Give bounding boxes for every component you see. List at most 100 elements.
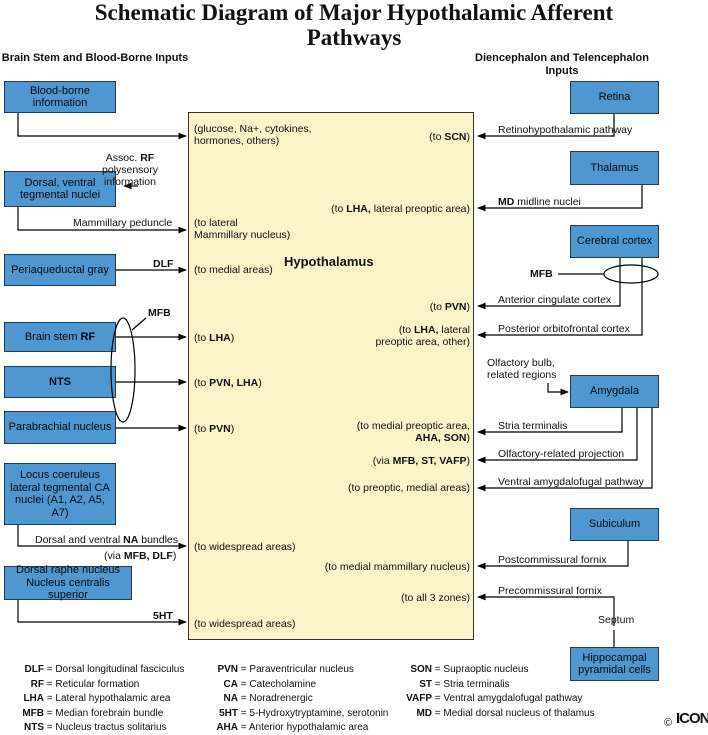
arrow-na-bundles [17,525,187,550]
arrow-mammillary-peduncle [17,207,187,234]
label-via-mfb-dlf: (via MFB, DLF) [104,550,176,562]
legend-entry: MFB = Median forebrain bundle [14,707,163,721]
legend-definition: Supraoptic nucleus [443,664,529,675]
legend-separator: = [238,707,250,719]
target-lha-c: ) [230,332,235,344]
label-assoc-rf: Assoc. RF polysensory information [90,152,170,188]
target-via-a: (via [372,455,393,467]
label-olfactory-bulb: Olfactory bulb, related regions [487,357,556,381]
target-via-mfb-st-vafp: (via MFB, ST, VAFP) [373,455,470,467]
md-abbr: MD [498,196,515,208]
title-line-1: Schematic Diagram of Major Hypothalamic … [94,0,614,25]
legend-separator: = [44,664,56,675]
target-scn-b: SCN [444,131,467,143]
target-scn-a: (to [429,131,445,143]
title-line-2: Pathways [306,25,402,50]
legend-separator: = [432,707,444,719]
legend-definition: Median forebrain bundle [55,707,164,719]
legend-entry: SON = Supraoptic nucleus [402,663,528,677]
box-periaqueductal-label: Periaqueductal gray [11,263,109,276]
target-preoptic-medial: (to preoptic, medial areas) [348,482,470,494]
target-scn-c: ) [466,131,471,143]
legend-abbr: NA [223,693,238,704]
target-blood-line2: hormones, others) [194,135,280,147]
legend-entry: 5HT = 5-Hydroxytryptamine, serotonin [206,707,388,721]
box-tegmental-label: Dorsal, ventral tegmental nuclei [19,176,101,202]
target-lha-other: (to LHA, lateral preoptic area, other) [375,324,470,348]
via-left-c: ) [172,550,177,562]
target-lha1-a: (to [331,203,347,215]
label-stria-terminalis: Stria terminalis [498,420,568,432]
via-left-b: MFB, DLF [123,550,173,562]
arrow-retina [477,114,615,140]
label-na-bundles: Dorsal and ventral NA bundles [35,534,178,546]
hypothalamus-box [188,112,474,640]
target-lha-b: LHA [209,332,231,344]
legend-abbr: AHA [216,722,238,733]
box-raphe: Dorsal raphe nucleus Nucleus centralis s… [4,564,132,602]
legend-separator: = [44,693,56,704]
label-precommissural-fornix: Precommissural fornix [498,585,602,597]
arrow-5ht [17,600,187,626]
legend-separator: = [432,664,444,675]
target-mammillary-line2: Mammillary nucleus) [194,229,291,241]
target-blood-borne: (glucose, Na+, cytokines, hormones, othe… [194,123,312,147]
box-periaqueductal: Periaqueductal gray [4,254,116,286]
arrow-postcommissural-fornix [477,541,629,570]
box-tegmental: Dorsal, ventral tegmental nuclei [4,171,116,207]
legend-abbr: DLF [24,664,44,675]
legend-definition: Nucleus tractus solitarius [55,722,167,733]
target-widespread-2: (to widespread areas) [194,618,296,630]
arrow-thalamus [477,185,643,212]
target-mpo-a: (to medial preoptic area, [356,420,470,432]
target-medial-areas: (to medial areas) [194,264,273,276]
target-pvnlha-c: ) [258,377,262,389]
target-pvn-lha: (to PVN, LHA) [194,377,262,389]
mfb-ellipse-left [110,317,136,423]
arrow-stria-terminalis [477,408,623,436]
label-olfactory-projection: Olfactory-related projection [498,448,625,460]
label-mfb-right: MFB [530,268,553,280]
target-pvnlha-b: PVN, LHA [209,377,259,389]
box-nts-label: NTS [49,375,71,388]
target-pvn-right-a: (to [429,301,445,313]
legend-entry: RF = Reticular formation [14,678,140,692]
arrow-olfactory-bulb [547,383,569,396]
box-thalamus: Thalamus [570,151,659,185]
label-mammillary-peduncle: Mammillary peduncle [73,217,173,229]
legend-definition: Paraventricular nucleus [249,664,354,675]
target-pvn-right-b: PVN [444,301,467,313]
assoc-information: information [104,176,156,188]
target-lha1-b: LHA, [346,203,371,215]
legend-entry: ST = Stria terminalis [402,678,510,692]
legend-entry: CA = Catecholamine [206,678,317,692]
arrow-ventral-amygdalofugal [477,408,653,492]
target-lateral-mammillary: (to lateral Mammillary nucleus) [194,217,290,241]
copyright-symbol: © [664,717,673,729]
box-cerebral-cortex: Cerebral cortex [570,225,659,258]
label-ventral-amygdalofugal: Ventral amygdalofugal pathway [498,476,644,488]
label-dlf: DLF [153,258,174,270]
target-mpo-b: AHA, SON [415,432,467,444]
arrow-blood-borne [17,113,187,140]
box-amygdala: Amygdala [570,375,659,408]
box-raphe-label: Dorsal raphe nucleus Nucleus centralis s… [16,564,120,602]
legend-definition: Anterior hypothalamic area [248,722,369,733]
brainstem-text: Brain stem [24,330,81,343]
legend-entry: PVN = Paraventricular nucleus [206,663,354,677]
legend-abbr: PVN [217,664,238,675]
left-header: Brain Stem and Blood-Borne Inputs [1,52,189,64]
legend-abbr: 5HT [219,707,238,719]
target-via-c: ) [466,455,471,467]
arrow-olfactory-projection [477,408,638,464]
legend-abbr: SON [410,664,432,675]
olf-bulb-line2: related regions [487,369,557,381]
target-lha: (to LHA) [194,332,234,344]
label-postcommissural-fornix: Postcommissural fornix [498,554,607,566]
na-abbr: NA [123,534,139,546]
legend-definition: Noradrenergic [249,693,313,704]
legend-definition: Stria terminalis [443,678,510,690]
icon-logo: ICON [676,710,708,727]
legend-abbr: RF [30,678,44,690]
